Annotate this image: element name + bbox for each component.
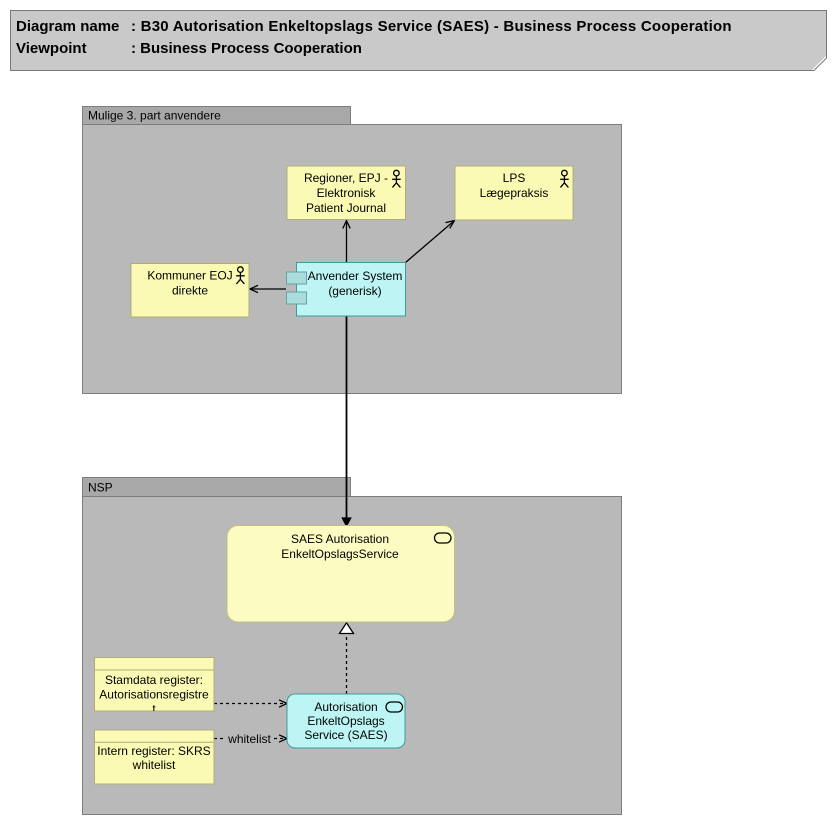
svg-text:Viewpoint: Business Process Co: Viewpoint: Business Process Cooperation [16,40,362,57]
svg-text:Autorisationsregistre: Autorisationsregistre [99,688,209,702]
svg-text:Autorisation: Autorisation [314,700,377,714]
svg-text:whitelist: whitelist [227,732,271,746]
svg-text:LPS: LPS [503,171,526,185]
svg-text:NSP: NSP [88,481,113,495]
svg-text:Lægepraksis: Lægepraksis [480,186,549,200]
svg-text:Patient Journal: Patient Journal [306,201,386,215]
svg-text:Service (SAES): Service (SAES) [304,728,387,742]
svg-text:(generisk): (generisk) [328,284,381,298]
svg-text:Stamdata register:: Stamdata register: [105,673,203,687]
svg-text:Kommuner EOJ: Kommuner EOJ [147,269,232,283]
svg-text:Diagram name: B30 Autorisation: Diagram name: B30 Autorisation Enkeltops… [16,18,732,35]
svg-text:EnkeltOpslags: EnkeltOpslags [307,714,384,728]
svg-text:t: t [152,702,156,716]
svg-text:direkte: direkte [172,284,208,298]
svg-text:SAES Autorisation: SAES Autorisation [291,532,389,546]
svg-text:EnkeltOpslagsService: EnkeltOpslagsService [281,547,399,561]
svg-text:Intern register: SKRS: Intern register: SKRS [97,744,210,758]
svg-text:Regioner, EPJ -: Regioner, EPJ - [304,171,388,185]
svg-text:whitelist: whitelist [132,758,176,772]
svg-text:Anvender System: Anvender System [308,269,403,283]
svg-text:Mulige 3. part anvendere: Mulige 3. part anvendere [88,109,221,123]
svg-text:Elektronisk: Elektronisk [317,186,377,200]
